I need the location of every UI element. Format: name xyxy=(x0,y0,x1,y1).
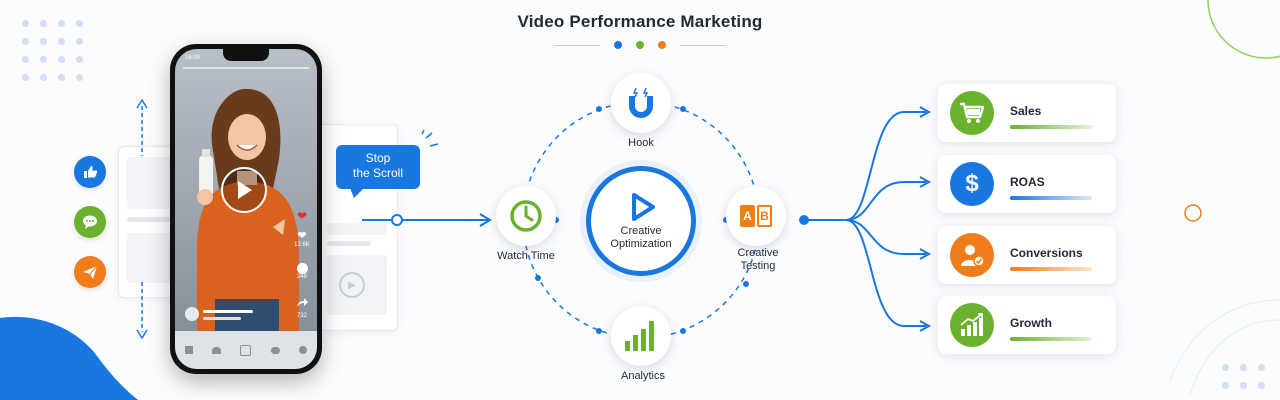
caption-line xyxy=(203,310,253,313)
chat-bubble-icon xyxy=(74,206,106,238)
shopping-cart-icon xyxy=(950,91,994,135)
play-circle-icon xyxy=(632,192,655,221)
phone-screen: 16:00 ❤ ❤ 12.6K 248 xyxy=(175,49,317,369)
stop-the-scroll-callout: Stop the Scroll xyxy=(336,145,420,189)
title-dot-green xyxy=(636,41,644,49)
share-icon xyxy=(297,298,308,307)
profile-icon[interactable] xyxy=(299,346,308,354)
caption-line xyxy=(203,317,241,320)
outcome-bar xyxy=(1010,196,1092,200)
outcome-label: Growth xyxy=(1010,316,1052,330)
creative-testing-line-1: Creative xyxy=(737,247,779,259)
hook-node xyxy=(611,73,671,133)
scroll-arrows xyxy=(136,98,148,340)
like-action-white[interactable]: ❤ 12.6K xyxy=(291,229,313,248)
decor-dot-grid-left xyxy=(22,20,83,81)
status-time: 16:00 xyxy=(185,55,201,61)
creative-testing-node: A B xyxy=(726,186,786,246)
likes-count: 12.6K xyxy=(294,242,310,248)
outcome-card-growth: Growth xyxy=(938,296,1116,354)
dollar-icon: $ xyxy=(950,162,994,206)
like-action[interactable]: ❤ xyxy=(291,209,313,223)
clock-icon xyxy=(510,200,542,232)
watch-time-label: Watch Time xyxy=(497,250,555,262)
decor-blue-wave xyxy=(0,316,138,400)
home-icon[interactable] xyxy=(184,346,193,354)
decor-dot-grid-right xyxy=(1222,364,1265,389)
comments-count: 248 xyxy=(296,274,307,280)
creator-avatar xyxy=(185,307,199,321)
phone-bottom-nav xyxy=(175,331,317,369)
comment-action[interactable]: 248 xyxy=(291,263,313,280)
creative-optimization-hub: Creative Optimization xyxy=(586,166,696,276)
heart-outline-icon: ❤ xyxy=(297,230,307,242)
title-divider-left xyxy=(554,45,600,46)
shares-count: 732 xyxy=(296,313,307,319)
callout-line-1: Stop xyxy=(365,151,391,165)
title-dot-blue xyxy=(614,41,622,49)
decor-green-ring xyxy=(1207,0,1280,59)
variant-a: A xyxy=(740,205,755,227)
watch-time-node xyxy=(496,186,556,246)
play-button[interactable] xyxy=(221,167,267,213)
outcome-bar xyxy=(1010,267,1092,271)
outcome-card-roas: $ ROAS xyxy=(938,155,1116,213)
growth-chart-icon xyxy=(950,303,994,347)
analytics-label: Analytics xyxy=(620,370,666,382)
outcome-label: Conversions xyxy=(1010,246,1083,260)
outcome-label: Sales xyxy=(1010,104,1042,118)
send-icon xyxy=(74,256,106,288)
phone-notch xyxy=(223,49,269,61)
creative-testing-line-2: Testing xyxy=(740,260,776,272)
story-progress xyxy=(183,67,309,69)
title-divider-right xyxy=(680,45,726,46)
play-icon xyxy=(238,181,252,199)
bar-chart-icon xyxy=(625,321,654,351)
friends-icon[interactable] xyxy=(212,346,222,354)
variant-b: B xyxy=(757,205,772,227)
share-action[interactable]: 732 xyxy=(291,295,313,319)
title-dot-orange xyxy=(658,41,666,49)
thumbs-up-icon xyxy=(74,156,106,188)
creative-testing-label: Creative Testing xyxy=(698,247,818,273)
center-line-2: Optimization xyxy=(610,237,672,250)
ab-test-icon: A B xyxy=(740,205,772,227)
heart-icon: ❤ xyxy=(296,209,308,223)
phone-mockup: 16:00 ❤ ❤ 12.6K 248 xyxy=(170,44,322,374)
add-icon[interactable] xyxy=(240,344,252,356)
analytics-node xyxy=(611,306,671,366)
decor-orange-ring xyxy=(1184,204,1202,222)
callout-decor xyxy=(350,130,439,198)
outcome-label: ROAS xyxy=(1010,175,1045,189)
page-title: Video Performance Marketing xyxy=(517,12,763,31)
decor-arc xyxy=(1169,299,1280,381)
center-line-1: Creative xyxy=(620,224,662,237)
outcome-bar xyxy=(1010,337,1092,341)
outcome-card-sales: Sales xyxy=(938,84,1116,142)
user-check-icon xyxy=(950,233,994,277)
callout-line-2: the Scroll xyxy=(352,166,404,180)
magnet-icon xyxy=(629,87,653,118)
chat-icon[interactable] xyxy=(270,346,280,354)
hook-label: Hook xyxy=(628,137,654,149)
comment-icon xyxy=(296,263,308,274)
outcome-bar xyxy=(1010,125,1092,129)
outcome-card-conversions: Conversions xyxy=(938,226,1116,284)
